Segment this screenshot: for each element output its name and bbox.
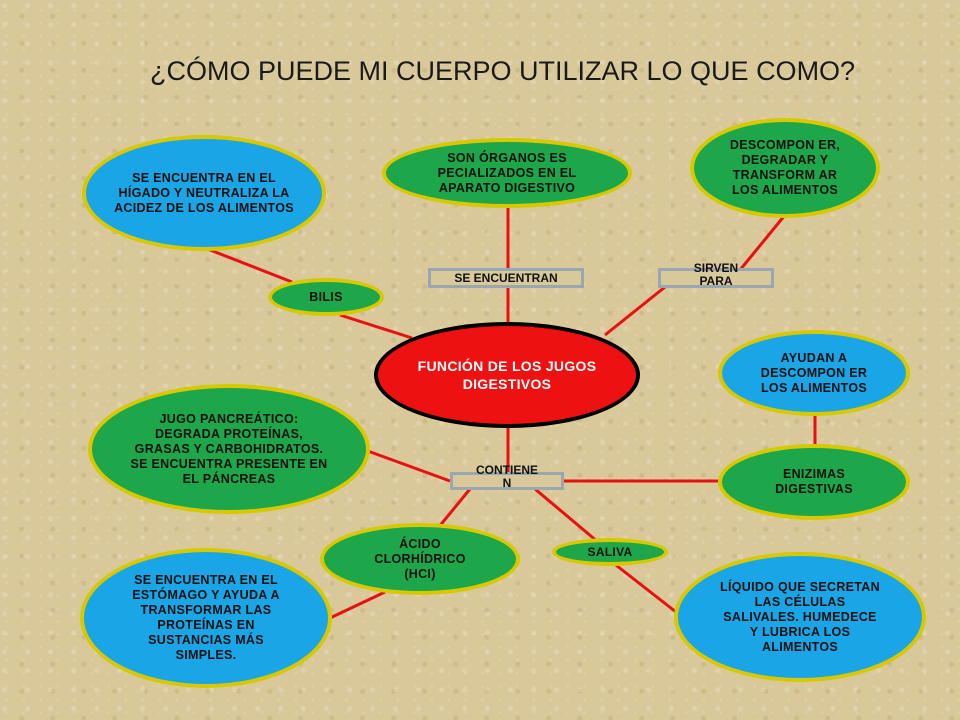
connector-sirven-para: SIRVEN PARA: [658, 262, 774, 288]
node-saliva: SALIVA: [552, 538, 668, 566]
node-estomago-label: SE ENCUENTRA EN EL ESTÓMAGO Y AYUDA A TR…: [132, 573, 280, 662]
node-bilis: BILIS: [268, 278, 384, 316]
page-title: ¿CÓMO PUEDE MI CUERPO UTILIZAR LO QUE CO…: [150, 56, 856, 86]
connector-contienen-label: CONTIENE N: [476, 463, 539, 490]
line-saliva-liquido: [611, 560, 677, 614]
node-pancreatico-label: JUGO PANCREÁTICO: DEGRADA PROTEÍNAS, GRA…: [130, 411, 328, 486]
node-bilis-label: BILIS: [309, 289, 343, 304]
node-saliva-label: SALIVA: [587, 544, 633, 559]
line-sirven-descomponer: [738, 214, 787, 271]
connector-se-encuentran-label: SE ENCUENTRAN: [454, 270, 558, 285]
line-contienen-saliva: [534, 487, 599, 544]
node-ayudan-label: AYUDAN A DESCOMPON ER LOS ALIMENTOS: [760, 350, 868, 395]
node-acido-label: ÁCIDO CLORHÍDRICO (HCI): [374, 536, 466, 581]
node-estomago: SE ENCUENTRA EN EL ESTÓMAGO Y AYUDA A TR…: [80, 548, 332, 688]
node-descomponer-label: DESCOMPON ER, DEGRADAR Y TRANSFORM AR LO…: [729, 138, 841, 197]
node-organos-label: SON ÓRGANOS ES PECIALIZADOS EN EL APARAT…: [437, 150, 577, 195]
node-pancreatico: JUGO PANCREÁTICO: DEGRADA PROTEÍNAS, GRA…: [88, 384, 370, 514]
node-liquido-label: LÍQUIDO QUE SECRETAN LAS CÉLULAS SALIVAL…: [720, 579, 880, 654]
node-liquido: LÍQUIDO QUE SECRETAN LAS CÉLULAS SALIVAL…: [674, 552, 926, 682]
center-node-label: FUNCIÓN DE LOS JUGOS DIGESTIVOS: [417, 358, 597, 392]
node-enzimas-label: ENIZIMAS DIGESTIVAS: [775, 467, 853, 496]
line-center-bilis: [339, 313, 413, 340]
connector-contienen: CONTIENE N: [450, 464, 564, 490]
node-acido: ÁCIDO CLORHÍDRICO (HCI): [320, 523, 520, 595]
line-center-sirven: [604, 281, 671, 337]
node-higado-label: SE ENCUENTRA EN EL HÍGADO Y NEUTRALIZA L…: [114, 170, 294, 215]
line-bilis-higado: [204, 246, 293, 284]
center-node: FUNCIÓN DE LOS JUGOS DIGESTIVOS: [374, 322, 640, 428]
line-contienen-pancreatico: [364, 448, 451, 483]
node-organos: SON ÓRGANOS ES PECIALIZADOS EN EL APARAT…: [382, 138, 632, 208]
connector-se-encuentran: SE ENCUENTRAN: [428, 268, 584, 288]
connector-sirven-para-label: SIRVEN PARA: [693, 261, 739, 288]
line-contienen-acido: [436, 488, 472, 529]
line-acido-estomago: [329, 590, 386, 620]
node-enzimas: ENIZIMAS DIGESTIVAS: [718, 444, 910, 520]
node-ayudan: AYUDAN A DESCOMPON ER LOS ALIMENTOS: [718, 330, 910, 416]
node-higado: SE ENCUENTRA EN EL HÍGADO Y NEUTRALIZA L…: [82, 135, 326, 251]
node-descomponer: DESCOMPON ER, DEGRADAR Y TRANSFORM AR LO…: [690, 118, 880, 218]
